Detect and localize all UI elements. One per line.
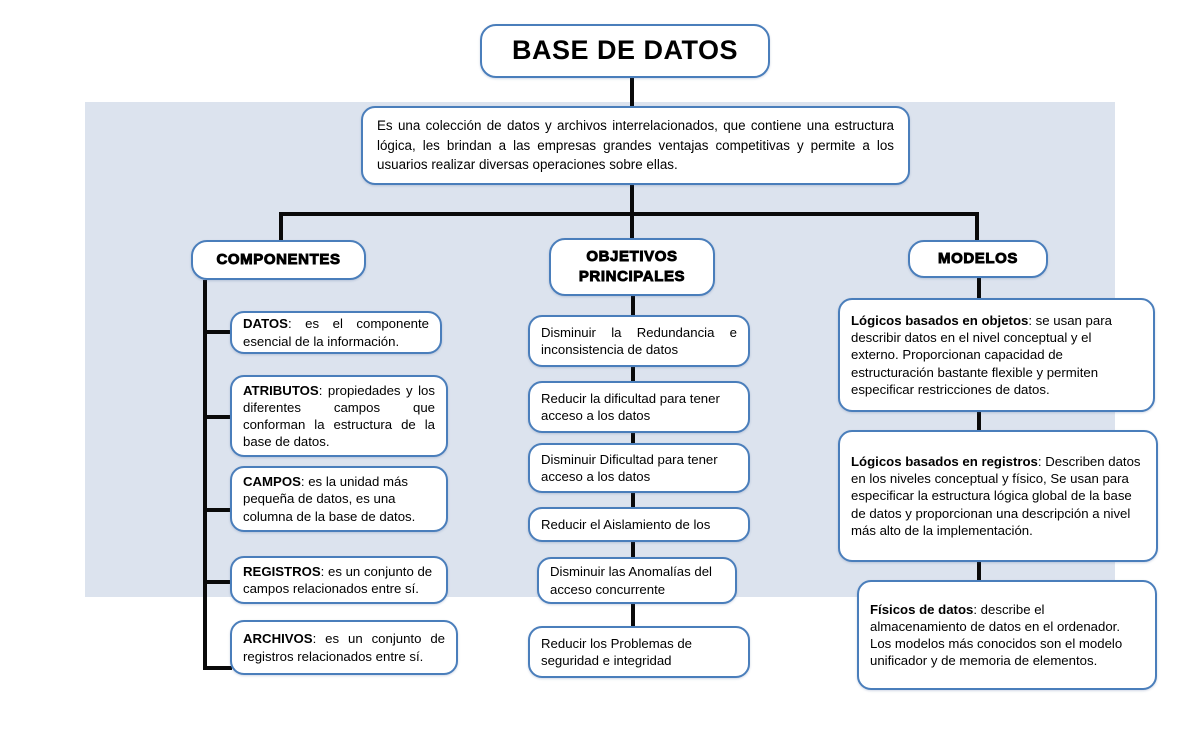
item-text-objetivo-1: Disminuir la Redundancia e inconsistenci…	[541, 324, 737, 357]
item-lead-modelo-3: Físicos de datos	[870, 601, 974, 617]
connector-intro-trunk	[630, 185, 634, 215]
item-text-objetivo-4: Reducir el Aislamiento de los	[541, 516, 711, 532]
item-body-modelo-1: se usan para describir datos en el nivel…	[851, 313, 1112, 397]
item-body-datos: es el componente esencial de la informac…	[243, 316, 429, 349]
item-body-modelo-2: Describen datos en los niveles conceptua…	[851, 454, 1141, 538]
item-text-datos: DATOS: es el componente esencial de la i…	[232, 315, 440, 349]
connector-modelos-1	[977, 278, 981, 299]
item-box-modelo-2[interactable]: Lógicos basados en registros: Describen …	[838, 430, 1158, 562]
item-box-atributos[interactable]: ATRIBUTOS: propiedades y los diferentes …	[230, 375, 448, 457]
connector-horizontal-bus	[279, 212, 978, 216]
item-text-objetivo-6: Reducir los Problemas de seguridad e int…	[541, 635, 692, 668]
connector-modelos-3	[977, 551, 981, 581]
connector-root-to-intro	[630, 78, 634, 109]
intro-box: Es una colección de datos y archivos int…	[361, 106, 910, 185]
item-lead-modelo-1: Lógicos basados en objetos	[851, 313, 1029, 329]
item-sep-atributos: :	[318, 382, 323, 398]
item-text-modelo-2: Lógicos basados en registros: Describen …	[840, 453, 1156, 539]
item-text-registros: REGISTROS: es un conjunto de campos rela…	[232, 563, 446, 597]
item-sep-registros: :	[320, 563, 325, 579]
item-body-atributos: propiedades y los diferentes campos que …	[243, 382, 435, 450]
item-text-atributos: ATRIBUTOS: propiedades y los diferentes …	[232, 382, 446, 451]
connector-stub-registros	[203, 580, 232, 584]
item-lead-registros: REGISTROS	[243, 563, 321, 579]
item-sep-modelo-2: :	[1037, 454, 1042, 470]
item-sep-campos: :	[300, 474, 305, 490]
item-text-objetivo-2: Reducir la dificultad para tener acceso …	[541, 390, 720, 423]
connector-objetivos-1	[631, 296, 635, 316]
root-title-box: BASE DE DATOS	[480, 24, 770, 78]
category-label-modelos: MODELOS	[937, 249, 1019, 267]
item-box-objetivo-5[interactable]: Disminuir las Anomalías del acceso concu…	[537, 557, 737, 604]
item-box-campos[interactable]: CAMPOS: es la unidad más pequeña de dato…	[230, 466, 448, 532]
item-body-archivos: es un conjunto de registros relacionados…	[243, 631, 445, 664]
item-text-modelo-1: Lógicos basados en objetos: se usan para…	[840, 312, 1153, 398]
item-lead-modelo-2: Lógicos basados en registros	[851, 454, 1038, 470]
category-header-componentes[interactable]: COMPONENTES	[191, 240, 366, 280]
item-text-objetivo-3: Disminuir Dificultad para tener acceso a…	[541, 451, 718, 484]
connector-stub-archivos	[203, 666, 232, 670]
item-lead-datos: DATOS	[243, 316, 288, 332]
item-lead-campos: CAMPOS	[243, 474, 301, 490]
item-box-objetivo-3[interactable]: Disminuir Dificultad para tener acceso a…	[528, 443, 750, 493]
connector-objetivos-3	[631, 432, 635, 444]
item-sep-modelo-3: :	[973, 601, 978, 617]
item-box-modelo-3[interactable]: Físicos de datos: describe el almacenami…	[857, 580, 1157, 690]
category-label-objetivos-line1: OBJETIVOS	[586, 247, 678, 265]
connector-stub-campos	[203, 508, 232, 512]
item-sep-archivos: :	[312, 631, 317, 647]
category-header-modelos[interactable]: MODELOS	[908, 240, 1048, 278]
item-box-objetivo-2[interactable]: Reducir la dificultad para tener acceso …	[528, 381, 750, 433]
intro-text: Es una colección de datos y archivos int…	[377, 118, 894, 173]
connector-modelos-2	[977, 412, 981, 431]
item-text-modelo-3: Físicos de datos: describe el almacenami…	[859, 601, 1155, 670]
item-sep-modelo-1: :	[1028, 313, 1033, 329]
connector-drop-modelos	[975, 212, 979, 240]
item-lead-archivos: ARCHIVOS	[243, 631, 313, 647]
item-box-objetivo-4[interactable]: Reducir el Aislamiento de los	[528, 507, 750, 542]
connector-drop-componentes	[279, 212, 283, 240]
item-lead-atributos: ATRIBUTOS	[243, 382, 319, 398]
item-sep-datos: :	[287, 316, 292, 332]
connector-stub-datos	[203, 330, 232, 334]
item-box-registros[interactable]: REGISTROS: es un conjunto de campos rela…	[230, 556, 448, 604]
item-box-datos[interactable]: DATOS: es el componente esencial de la i…	[230, 311, 442, 354]
connector-objetivos-5	[631, 541, 635, 558]
category-header-objetivos[interactable]: OBJETIVOS PRINCIPALES	[549, 238, 715, 296]
page-title: BASE DE DATOS	[511, 35, 739, 66]
connector-objetivos-2	[631, 366, 635, 382]
item-box-objetivo-6[interactable]: Reducir los Problemas de seguridad e int…	[528, 626, 750, 678]
item-text-objetivo-5: Disminuir las Anomalías del acceso concu…	[550, 564, 712, 597]
connector-objetivos-4	[631, 492, 635, 507]
item-body-campos: es la unidad más pequeña de datos, es un…	[243, 474, 416, 524]
item-box-objetivo-1[interactable]: Disminuir la Redundancia e inconsistenci…	[528, 315, 750, 367]
item-text-archivos: ARCHIVOS: es un conjunto de registros re…	[232, 630, 456, 664]
item-text-campos: CAMPOS: es la unidad más pequeña de dato…	[232, 473, 446, 524]
connector-objetivos-6	[631, 601, 635, 627]
category-label-objetivos-line2: PRINCIPALES	[578, 268, 686, 286]
connector-spine-componentes	[203, 280, 207, 670]
item-body-modelo-3: describe el almacenamiento de datos en e…	[870, 601, 1123, 669]
category-label-componentes: COMPONENTES	[216, 250, 341, 268]
category-label-objetivos: OBJETIVOS PRINCIPALES	[551, 247, 713, 288]
item-box-modelo-1[interactable]: Lógicos basados en objetos: se usan para…	[838, 298, 1155, 412]
item-body-registros: es un conjunto de campos relacionados en…	[243, 563, 433, 596]
connector-drop-objetivos	[630, 212, 634, 238]
connector-stub-atributos	[203, 415, 232, 419]
item-box-archivos[interactable]: ARCHIVOS: es un conjunto de registros re…	[230, 620, 458, 675]
